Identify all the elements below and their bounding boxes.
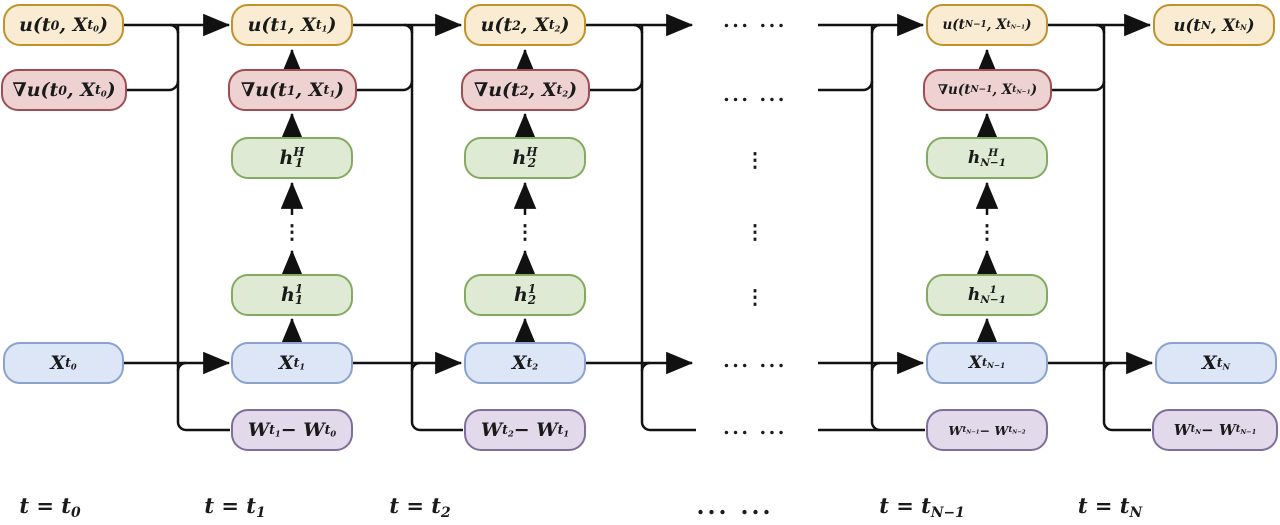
time-label-t1: t = t1 xyxy=(204,493,266,521)
x-row-wires xyxy=(124,351,1154,375)
ellipsis-time-label: ... ... xyxy=(696,493,774,520)
ellipsis-h-top-row: ⋮ xyxy=(745,147,765,172)
column-vertical-arrows xyxy=(280,48,999,345)
ellipsis-u-row: ... ... xyxy=(723,10,787,33)
time-label-tN-1: t = tN−1 xyxy=(879,493,965,521)
ellipsis-mid-row: ⋮ xyxy=(745,219,765,244)
time-label-t0: t = t0 xyxy=(19,493,81,521)
time-label-tN: t = tN xyxy=(1077,493,1143,521)
hidden-layer-dots-tN-1: ⋮ xyxy=(977,219,997,244)
bus-wires xyxy=(176,25,1151,432)
time-label-t2: t = t2 xyxy=(389,493,451,521)
ellipsis-x-row: ... ... xyxy=(723,350,787,373)
hidden-layer-dots-t1: ⋮ xyxy=(282,219,302,244)
hidden-layer-dots-t2: ⋮ xyxy=(515,219,535,244)
ellipsis-grad-row: ... ... xyxy=(723,84,787,107)
ellipsis-h-bottom-row: ⋮ xyxy=(745,284,765,309)
ellipsis-w-row: ... ... xyxy=(723,417,787,440)
u-row-wires xyxy=(124,13,1152,37)
